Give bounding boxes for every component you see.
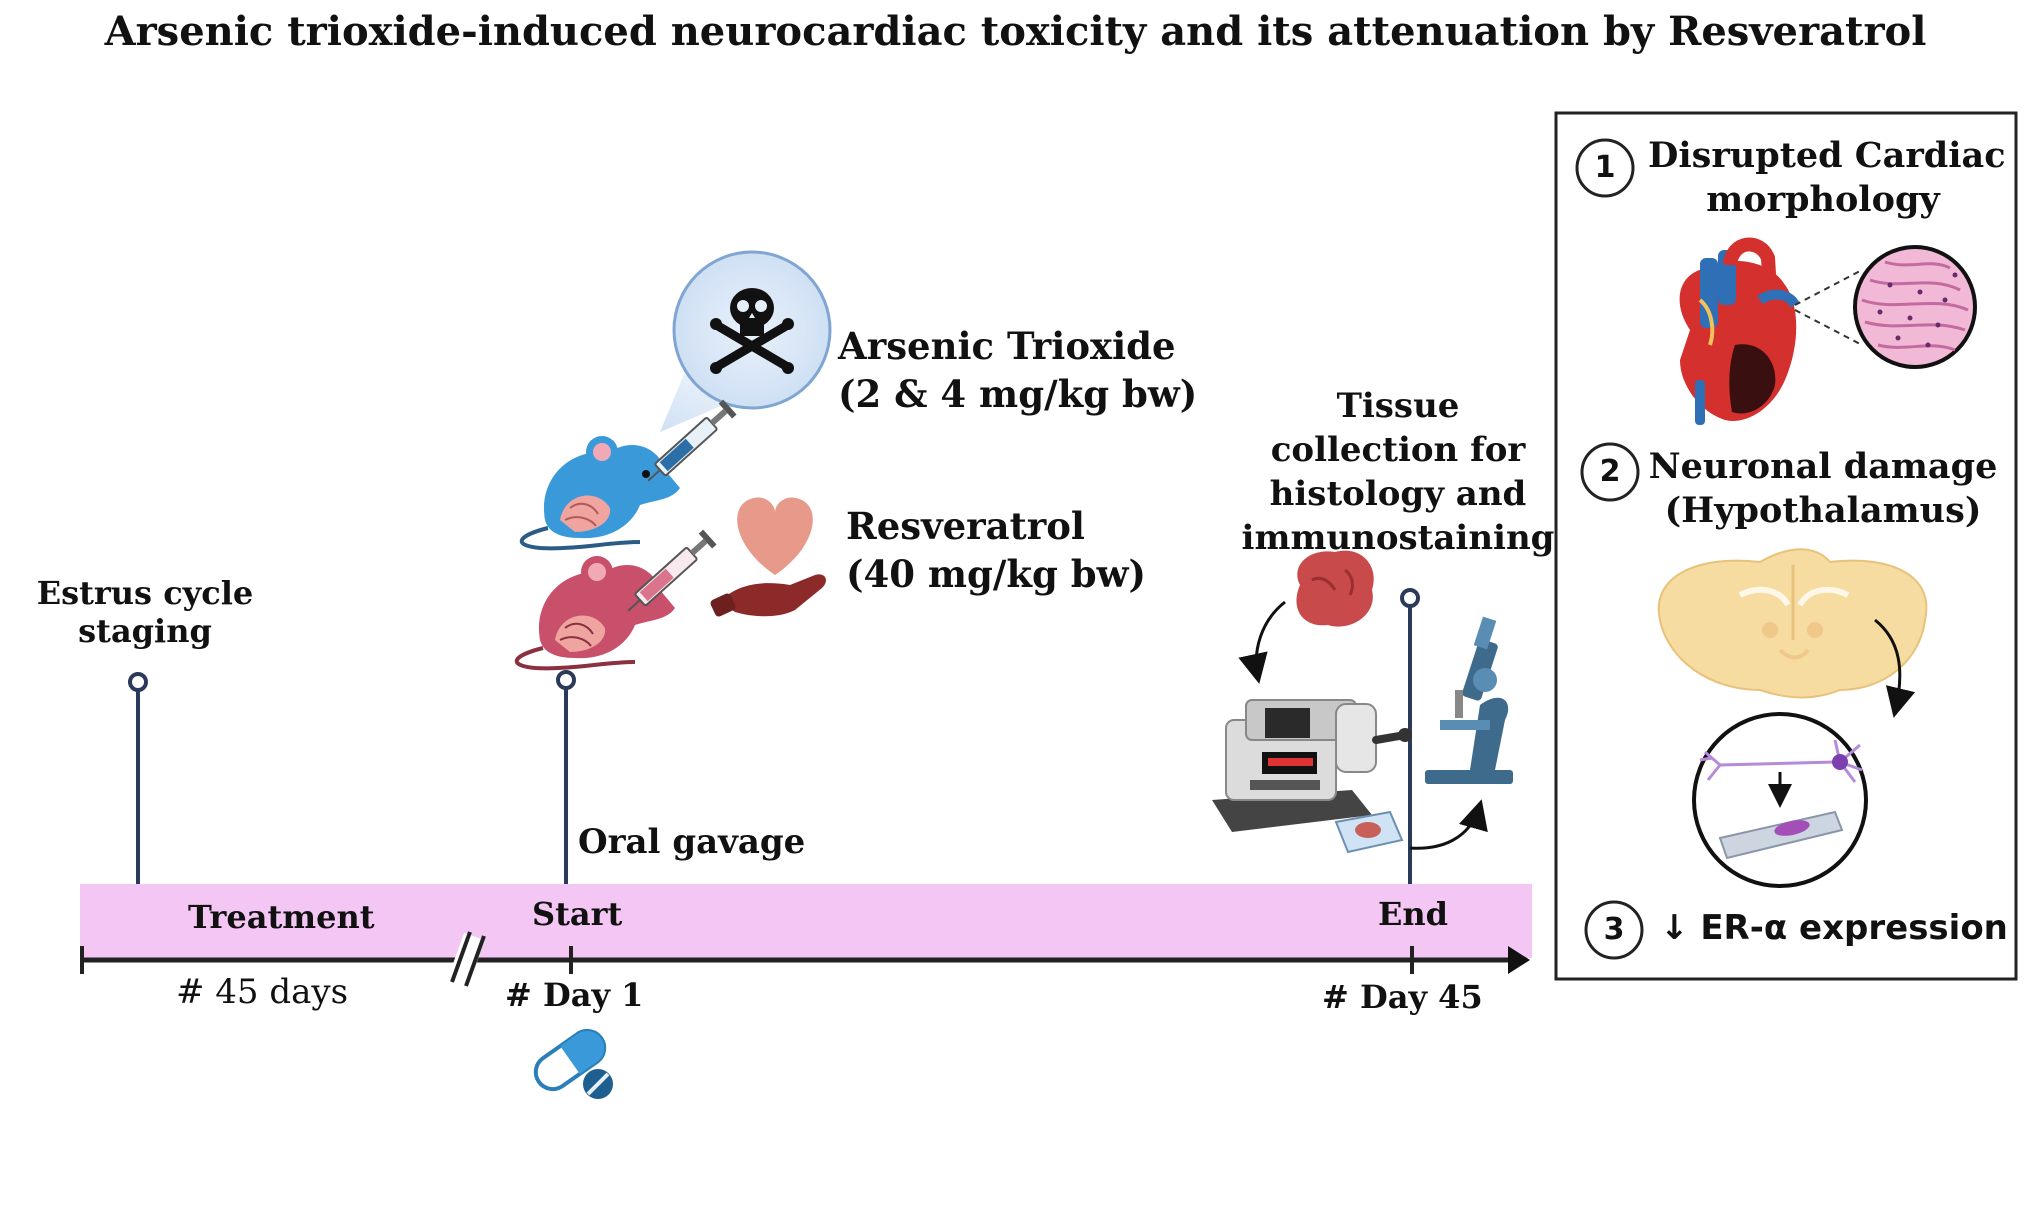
day45-label: # Day 45 [1322,978,1483,1016]
outcome-1-number: 1 [1594,150,1616,185]
capsule-pill-icon [533,1028,613,1099]
arsenic-label: Arsenic Trioxide (2 & 4 mg/kg bw) [838,322,1197,418]
outcome-2-label: Neuronal damage (Hypothalamus) [1648,445,1998,533]
outcome-2-line2: (Hypothalamus) [1664,490,1982,531]
estrus-label-line2: staging [78,612,212,650]
tissue-line3: histology and [1269,474,1527,514]
start-label: Start [532,895,623,933]
outcome-1-line2: morphology [1706,179,1940,220]
syringe-icon-2 [627,529,717,612]
outcome-2-line1: Neuronal damage [1648,446,1998,487]
estrus-pin [128,672,148,884]
heart-icon [1679,237,1800,425]
tissue-collection-label: Tissue collection for histology and immu… [1238,384,1558,560]
pre-duration-label: # 45 days [176,972,349,1012]
outcome-1-line1: Disrupted Cardiac [1648,135,2006,176]
slide-icon [1334,810,1404,854]
mouse-icon [519,436,680,551]
outcome-3-label: ↓ ER-α expression [1660,908,2008,948]
tissue-line2: collection for [1270,430,1526,470]
heart-hand-icon [710,497,826,617]
treatment-label: Treatment [188,898,375,936]
resveratrol-label: Resveratrol (40 mg/kg bw) [846,502,1146,598]
end-pin [1400,588,1420,884]
brain-section-icon [1657,548,1928,699]
tissue-line4: immunostaining [1241,518,1555,558]
microtome-icon [1212,699,1412,832]
estrus-label: Estrus cycle staging [30,574,260,650]
microscope-icon [1425,616,1513,784]
syringe-icon [647,399,737,482]
end-label: End [1378,895,1449,933]
skull-crossbones-icon [672,250,832,410]
arsenic-dose: (2 & 4 mg/kg bw) [838,372,1198,416]
outcome-3-number: 3 [1603,912,1625,947]
start-pin [556,670,576,884]
outcome-1-label: Disrupted Cardiac morphology [1648,134,2006,222]
slide-icon-2 [1718,810,1844,860]
resveratrol-dose: (40 mg/kg bw) [846,552,1147,596]
timeline-bar [80,884,1532,958]
estrus-label-line1: Estrus cycle [36,574,254,612]
neuron-icon [1699,739,1863,783]
timeline-arrowhead [1508,946,1530,974]
page-title: Arsenic trioxide-induced neurocardiac to… [104,8,1927,55]
tissue-icon [1296,550,1374,627]
day1-label: # Day 1 [505,976,644,1014]
outcome-2-number: 2 [1599,454,1621,489]
mouse-icon-2 [514,556,675,671]
timeline-break-icon [447,931,486,988]
cardiac-histology-icon [1853,245,1977,369]
tissue-line1: Tissue [1336,386,1460,426]
arsenic-name: Arsenic Trioxide [838,324,1176,368]
oral-gavage-label: Oral gavage [578,822,806,862]
resveratrol-name: Resveratrol [846,504,1085,548]
